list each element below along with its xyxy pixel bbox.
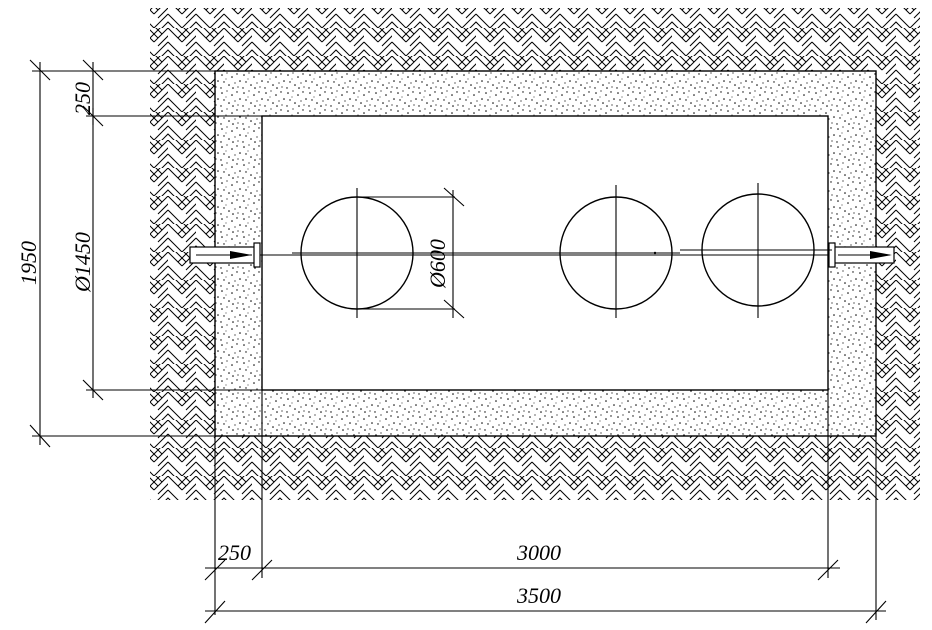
bottom-wall-label: 250 [218, 540, 251, 565]
inlet-arrow-icon [230, 251, 252, 259]
dimension-manhole-diameter: Ø600 [357, 187, 465, 319]
manhole-diameter-label: Ø600 [425, 239, 450, 289]
dimension-bottom-wall: 250 [204, 390, 840, 615]
total-height-label: 1950 [16, 241, 41, 285]
dimension-total-height: 1950 [16, 59, 215, 448]
inner-diameter-label: Ø1450 [70, 232, 95, 293]
manhole-3 [634, 183, 832, 318]
dimension-inner-length: 3000 [516, 390, 839, 581]
outlet-pipe [828, 242, 895, 268]
inlet-pipe [189, 242, 261, 268]
top-wall-label: 250 [70, 82, 95, 115]
soil-hatching [150, 8, 920, 500]
inner-length-label: 3000 [516, 540, 561, 565]
dimension-total-length: 3500 [204, 436, 887, 624]
total-length-label: 3500 [516, 583, 561, 608]
dimension-inner-diameter: Ø1450 [70, 108, 262, 401]
dimension-top-wall: 250 [70, 59, 262, 127]
outlet-arrow-icon [870, 251, 892, 259]
